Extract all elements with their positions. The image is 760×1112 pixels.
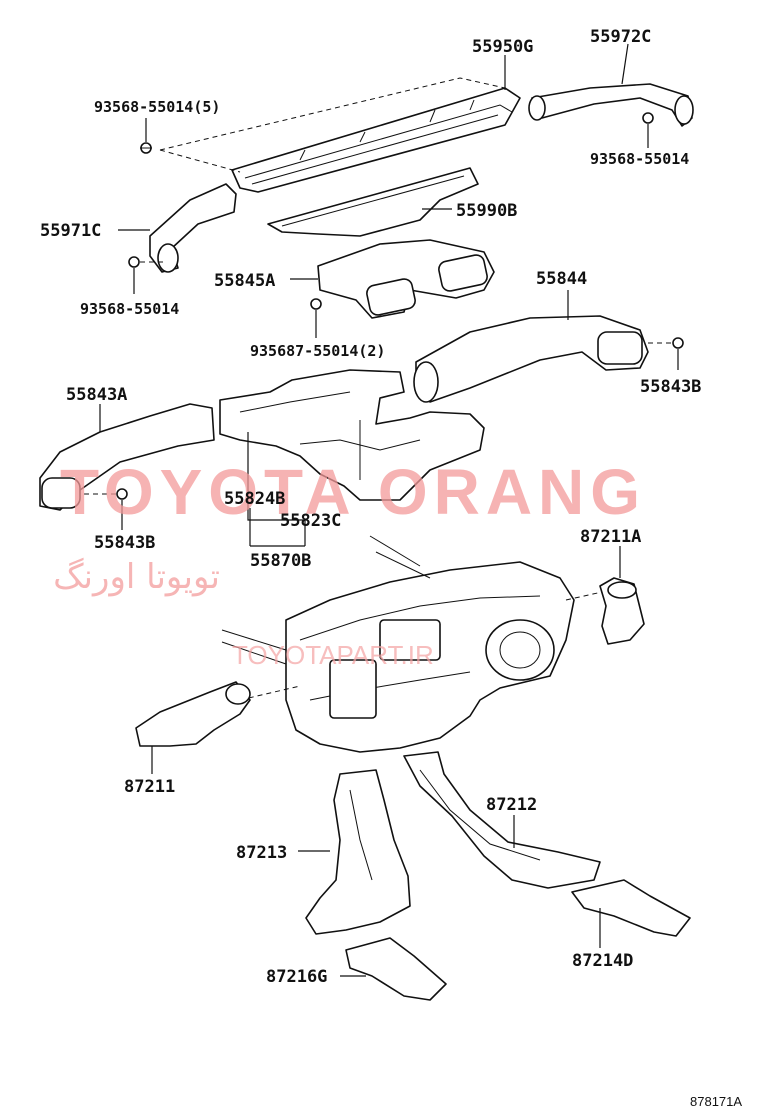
screw-icon <box>642 112 654 124</box>
leader-55824b <box>247 432 278 521</box>
label-93568-55014-5: 93568-55014(5) <box>94 98 220 116</box>
leader-55972c <box>621 43 629 85</box>
part-87213-rear-duct[interactable] <box>305 769 411 935</box>
part-55971c-side-duct[interactable] <box>149 183 237 273</box>
dash-line-55950g <box>159 77 506 151</box>
label-935687-55014-2: 935687-55014(2) <box>250 342 385 360</box>
screw-icon <box>672 337 684 349</box>
label-55843b-left: 55843B <box>94 533 155 553</box>
leader-55870b <box>278 519 306 546</box>
dash-line-87211a <box>565 591 603 601</box>
label-55843b-right: 55843B <box>640 377 701 397</box>
screw-icon <box>140 142 152 154</box>
label-87216g: 87216G <box>266 967 327 987</box>
screw-icon <box>116 488 128 500</box>
label-87213: 87213 <box>236 843 287 863</box>
part-55950g-defroster-nozzle[interactable] <box>231 87 521 193</box>
label-55990b: 55990B <box>456 201 517 221</box>
part-87211a-foot-duct[interactable] <box>599 577 645 645</box>
part-55845a-center-duct[interactable] <box>317 239 495 319</box>
watermark-site: TOYOTAPART.IR <box>232 640 434 670</box>
part-55844-register-duct[interactable] <box>413 315 649 403</box>
label-55844: 55844 <box>536 269 587 289</box>
label-87211: 87211 <box>124 777 175 797</box>
label-55823c: 55823C <box>280 511 341 531</box>
part-55870b-center-duct-assembly[interactable] <box>219 369 485 501</box>
label-87212: 87212 <box>486 795 537 815</box>
label-55870b: 55870B <box>250 551 311 571</box>
label-55843a: 55843A <box>66 385 127 405</box>
label-55972c: 55972C <box>590 27 651 47</box>
label-87214d: 87214D <box>572 951 633 971</box>
watermark-arabic: تویوتا اورنگ <box>53 557 220 597</box>
part-55990b-defroster-duct[interactable] <box>267 167 479 237</box>
label-87211a: 87211A <box>580 527 641 547</box>
part-87211-foot-duct[interactable] <box>135 681 251 747</box>
label-55845a: 55845A <box>214 271 275 291</box>
part-87216g-rear-outlet[interactable] <box>345 937 447 1001</box>
label-55950g: 55950G <box>472 37 533 57</box>
label-55824b: 55824B <box>224 489 285 509</box>
dash-line-screw-left <box>159 149 241 173</box>
screw-icon <box>310 298 322 310</box>
label-93568-55014-right: 93568-55014 <box>590 150 689 168</box>
screw-icon <box>128 256 140 268</box>
part-55972c-side-duct[interactable] <box>528 83 694 127</box>
part-87214d-rear-outlet[interactable] <box>571 879 691 937</box>
label-55971c: 55971C <box>40 221 101 241</box>
label-93568-55014-left: 93568-55014 <box>80 300 179 318</box>
heater-unit-body <box>221 535 575 753</box>
part-87212-rear-duct[interactable] <box>403 751 601 889</box>
figure-number: 878171A <box>690 1094 742 1109</box>
